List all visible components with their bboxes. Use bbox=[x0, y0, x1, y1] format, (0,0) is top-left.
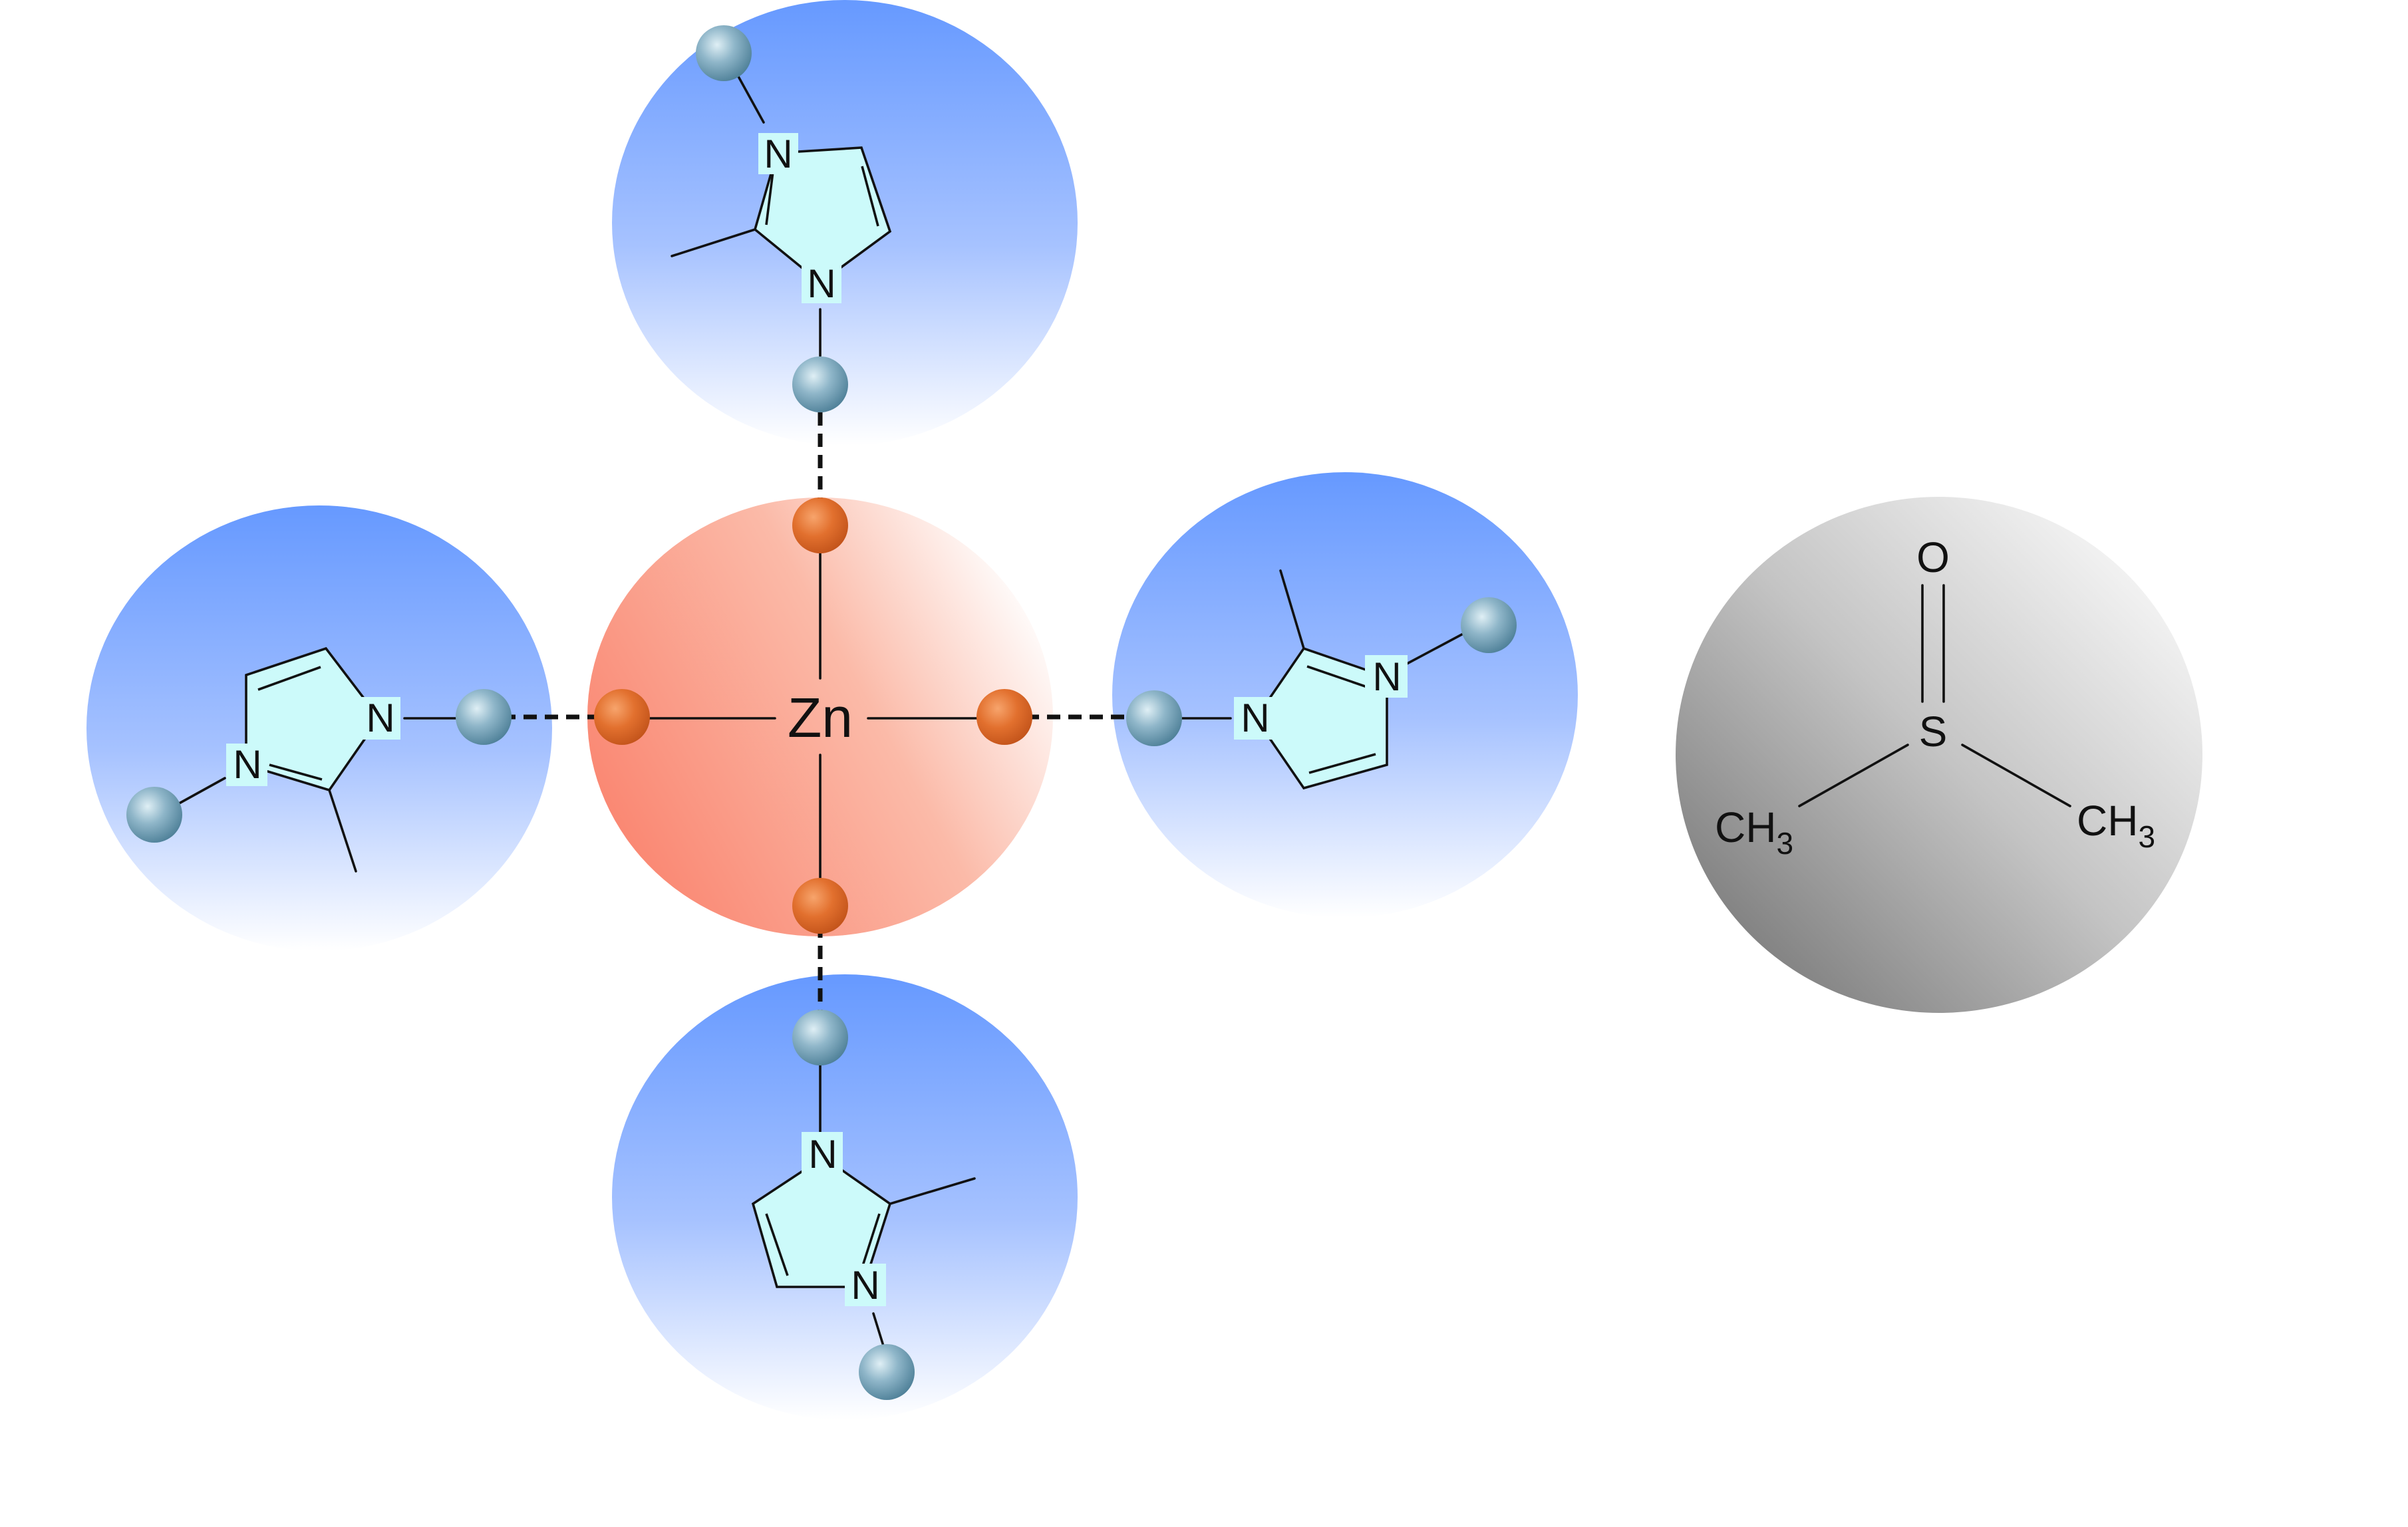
linker-atom bbox=[859, 1344, 915, 1400]
methyl-right-label: CH3 bbox=[2077, 797, 2155, 854]
dmso-molecule: O S CH3 CH3 bbox=[1715, 533, 2155, 861]
nitrogen-label: N bbox=[1372, 654, 1401, 699]
imidazole-ring-bottom bbox=[751, 1155, 892, 1288]
linker-atom bbox=[126, 787, 182, 843]
linker-atom bbox=[456, 689, 512, 745]
oxygen-label: O bbox=[1916, 533, 1950, 581]
linker-atom bbox=[792, 1010, 848, 1065]
sulfur-label: S bbox=[1919, 708, 1948, 756]
methyl-right-subscript: 3 bbox=[2138, 819, 2155, 854]
metal-site-right bbox=[977, 689, 1032, 745]
zn-label: Zn bbox=[788, 686, 853, 749]
nitrogen-label: N bbox=[808, 1132, 837, 1177]
imidazolate-bottom: N N bbox=[751, 1010, 976, 1400]
linker-atom bbox=[696, 25, 752, 81]
nitrogen-label: N bbox=[366, 696, 394, 740]
methyl-left-text: CH bbox=[1715, 803, 1776, 851]
linker-atom bbox=[1126, 690, 1182, 746]
imidazolate-left: N N bbox=[126, 646, 512, 873]
methyl-left-label: CH3 bbox=[1715, 803, 1793, 861]
nitrogen-label: N bbox=[233, 742, 261, 787]
nitrogen-label: N bbox=[851, 1263, 879, 1308]
methyl-left-subscript: 3 bbox=[1776, 826, 1793, 861]
linker-atom bbox=[1461, 597, 1517, 653]
metal-center-sphere bbox=[587, 497, 1053, 936]
nitrogen-label: N bbox=[1241, 696, 1269, 740]
methyl-right-text: CH bbox=[2077, 797, 2138, 845]
solvent-sphere bbox=[1676, 497, 2202, 1013]
metal-site-top bbox=[792, 497, 848, 553]
nitrogen-label: N bbox=[764, 132, 792, 176]
nitrogen-label: N bbox=[807, 261, 835, 306]
imidazolate-right: N N bbox=[1126, 569, 1517, 790]
linker-atom bbox=[792, 356, 848, 412]
metal-site-bottom bbox=[792, 878, 848, 934]
metal-site-left bbox=[594, 689, 650, 745]
imidazolate-top: N N bbox=[671, 25, 892, 412]
imidazole-ring-top bbox=[753, 146, 892, 285]
